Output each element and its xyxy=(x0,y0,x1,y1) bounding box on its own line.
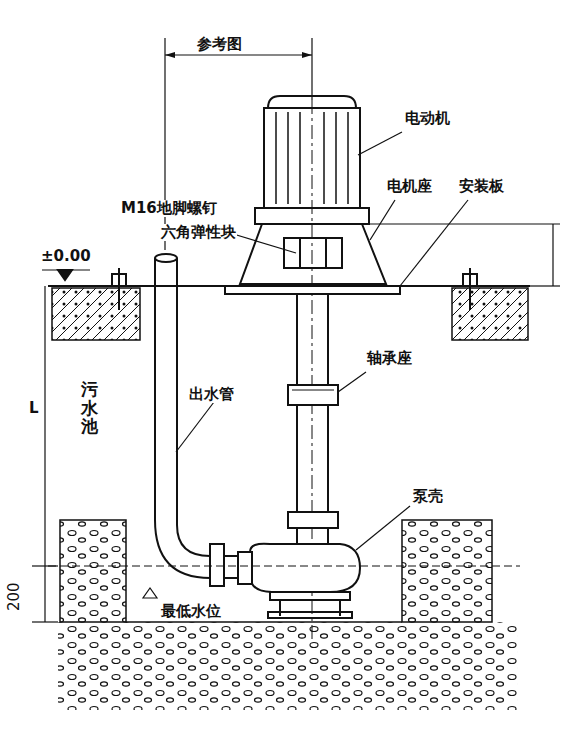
part-label: 电动机 xyxy=(404,110,451,127)
part-label: 电机座 xyxy=(386,178,433,195)
dimension-label: L xyxy=(28,400,40,417)
part-label: M16地脚螺钉 xyxy=(120,200,218,217)
dimension-label: 200 xyxy=(6,581,23,612)
pit-label: 污水池 xyxy=(80,380,99,436)
part-label: 泵壳 xyxy=(412,488,444,505)
part-label: 出水管 xyxy=(188,386,235,403)
part-label: 六角弹性块 xyxy=(160,224,237,241)
dimension-label: 参考图 xyxy=(196,36,243,53)
level-label: 最低水位 xyxy=(160,603,222,620)
part-label: 轴承座 xyxy=(366,350,413,367)
elevation-label: ±0.00 xyxy=(40,248,92,265)
part-label: 安装板 xyxy=(458,178,505,195)
